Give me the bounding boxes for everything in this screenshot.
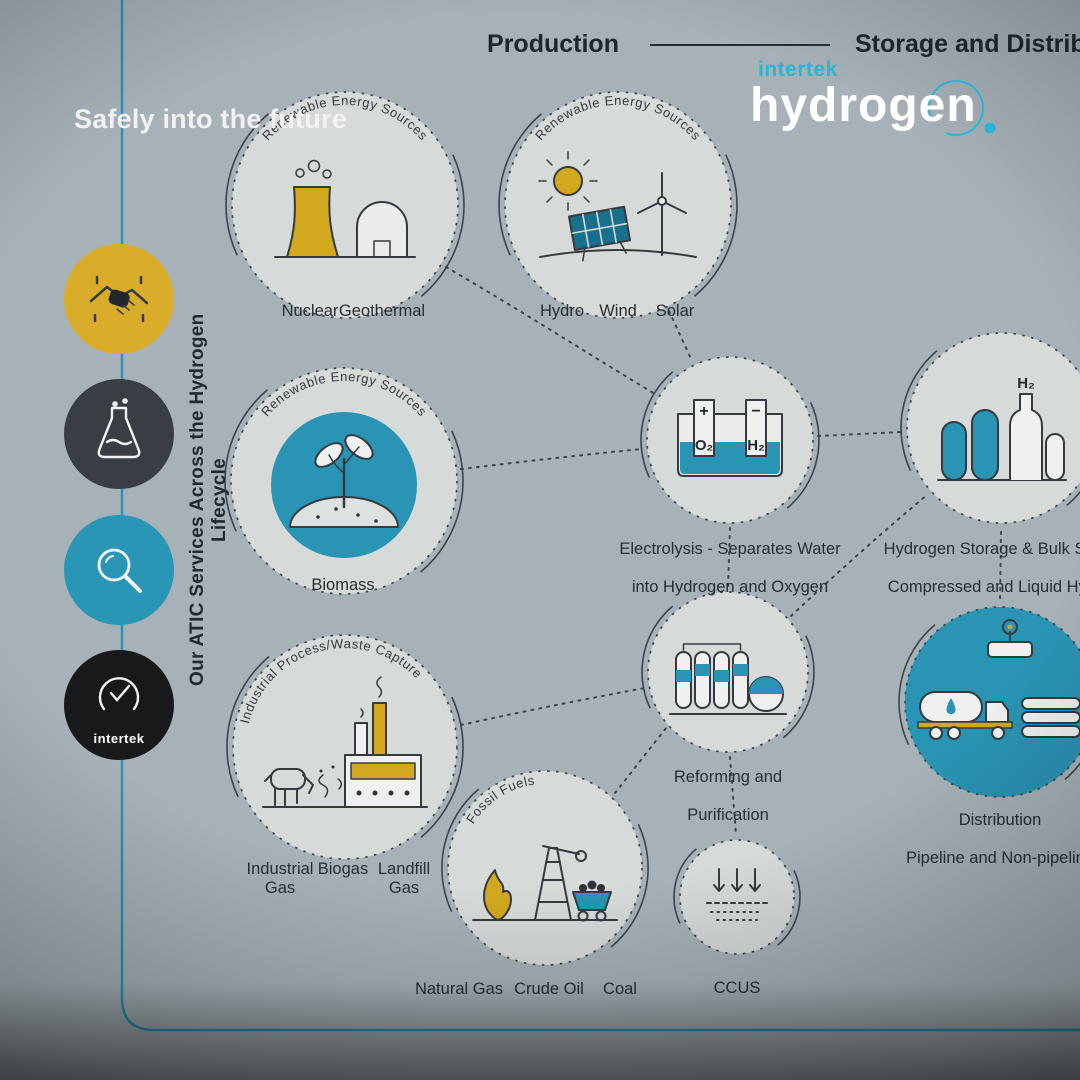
badge-assurance (64, 244, 174, 354)
node-ccus (673, 839, 801, 955)
node-biomass: Renewable Energy Sources (224, 367, 464, 595)
intertek-hydrogen-logo: intertek hydrogen (740, 58, 1080, 168)
node-fossil-fuels: Fossil Fuels (441, 770, 649, 966)
caption-reforming-line1: Reforming and (673, 768, 783, 786)
cathode-sign: − (751, 403, 760, 420)
caption-distribution: Distribution Pipeline and Non-pipeline (875, 792, 1080, 887)
magnifier-icon (97, 548, 142, 593)
hydrogen-label: H₂ (747, 437, 765, 454)
caption-reforming-line2: Purification (687, 806, 769, 824)
tagline: Safely into the future (74, 104, 347, 134)
sidebar-title: Our ATIC Services Across the Hydrogen Li… (187, 313, 230, 687)
label-geothermal: Geothermal (338, 302, 426, 320)
storage-h2-label: H₂ (1017, 375, 1035, 392)
caption-storage: Hydrogen Storage & Bulk Storage - Compre… (863, 521, 1080, 616)
caption-reforming: Reforming and Purification (630, 749, 826, 844)
header-divider (650, 44, 830, 46)
oxygen-label: O₂ (695, 437, 713, 454)
handshake-icon (89, 275, 149, 323)
badge-intertek-label: intertek (93, 731, 145, 746)
caption-electrolysis: Electrolysis - Separates Water into Hydr… (595, 521, 865, 616)
header-storage-distribution: Storage and Distribution (855, 30, 1080, 58)
label-natural-gas: Natural Gas (414, 980, 504, 998)
caption-electrolysis-line2: into Hydrogen and Oxygen (631, 578, 829, 596)
badge-testing (64, 379, 174, 489)
label-coal: Coal (603, 980, 637, 998)
sun-icon (553, 166, 583, 196)
label-landfill-gas: Landfill Gas (377, 860, 431, 897)
anode-sign: + (699, 403, 708, 420)
label-solar: Solar (655, 302, 695, 320)
node-hydrogen-storage: H₂ (900, 332, 1080, 524)
label-biomass: Biomass (311, 576, 375, 594)
header-production: Production (487, 30, 619, 58)
flask-icon (97, 398, 141, 459)
caption-distribution-line2: Pipeline and Non-pipeline (905, 849, 1080, 867)
caption-electrolysis-line1: Electrolysis - Separates Water (619, 540, 841, 558)
label-ccus: CCUS (713, 979, 761, 997)
caption-storage-line1: Hydrogen Storage & Bulk Storage - (883, 540, 1080, 558)
badge-certification: intertek (64, 650, 174, 760)
pipeline-stack-icon (1021, 697, 1080, 738)
node-electrolysis: + − O₂ H₂ (640, 356, 820, 524)
node-distribution (898, 606, 1080, 798)
logo-product-text: hydrogen (750, 79, 977, 132)
caption-distribution-line1: Distribution (958, 811, 1042, 829)
caption-storage-line2: Compressed and Liquid Hydrogen (887, 578, 1080, 596)
node-hydro-wind-solar: Renewable Energy Sources (498, 91, 738, 319)
badge-inspection (64, 515, 174, 625)
